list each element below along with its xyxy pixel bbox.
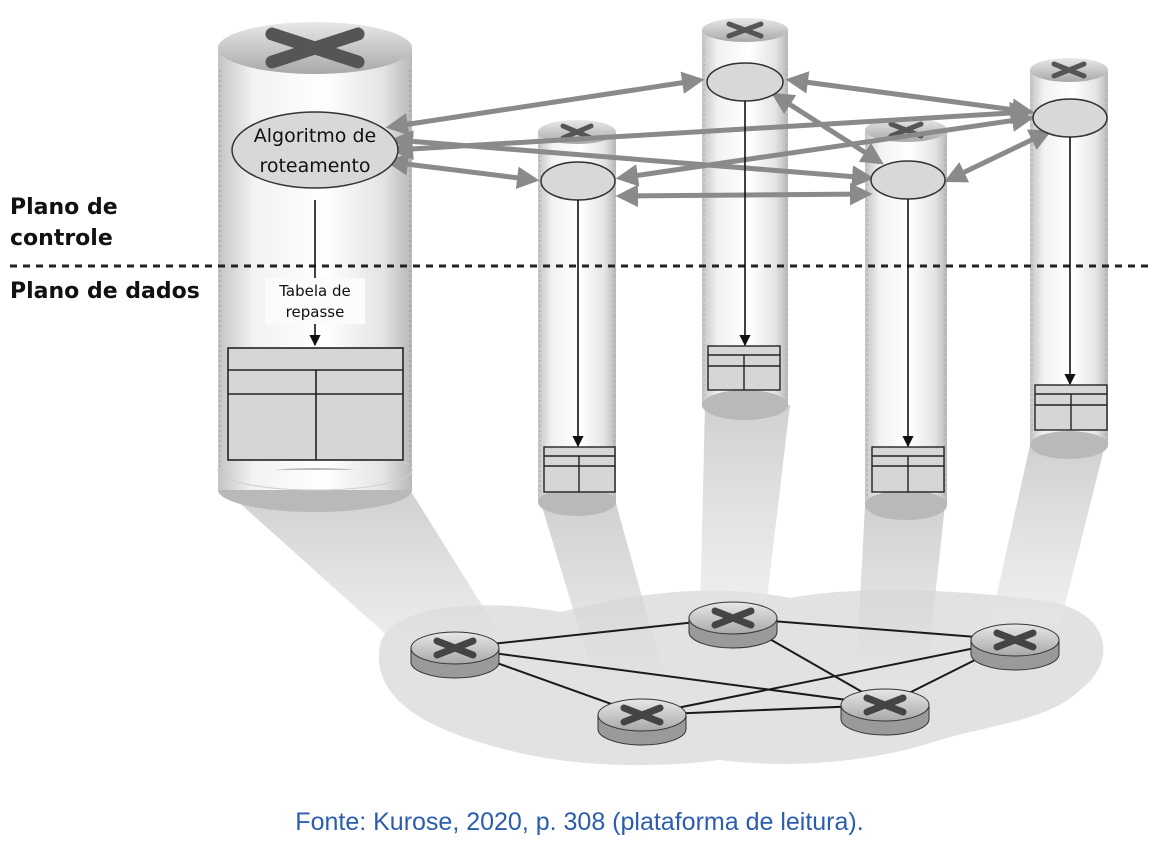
- physical-router-4: [597, 698, 687, 746]
- routing-algorithm-node: [231, 111, 399, 189]
- control-node-3: [706, 62, 784, 102]
- control-node-2: [540, 161, 616, 201]
- forwarding-table-label-1: Tabela de: [278, 282, 351, 300]
- forwarding-table-4: [871, 446, 945, 493]
- control-node-5: [1032, 98, 1108, 138]
- forwarding-table-3: [707, 345, 781, 391]
- control-to-data-arrows: [309, 101, 1076, 448]
- data-plane-label: Plano de dados: [10, 279, 200, 304]
- physical-router-2: [688, 601, 778, 649]
- forwarding-table-2: [543, 446, 616, 493]
- control-plane-label-line2: controle: [10, 226, 113, 251]
- routing-algorithm-label-2: roteamento: [259, 155, 370, 177]
- control-node-4: [870, 160, 946, 200]
- forwarding-table-large: [227, 347, 404, 461]
- control-plane-label-line1: Plano de: [10, 195, 118, 220]
- control-arrows: [385, 71, 1053, 208]
- physical-router-3: [970, 623, 1060, 671]
- projection-beams: [225, 405, 1105, 715]
- figure-caption: Fonte: Kurose, 2020, p. 308 (plataforma …: [295, 808, 864, 836]
- physical-router-1: [410, 631, 500, 679]
- forwarding-table-label-2: repasse: [286, 303, 345, 321]
- physical-router-5: [840, 688, 930, 736]
- forwarding-table-5: [1034, 384, 1108, 431]
- routing-algorithm-label-1: Algoritmo de: [254, 125, 376, 147]
